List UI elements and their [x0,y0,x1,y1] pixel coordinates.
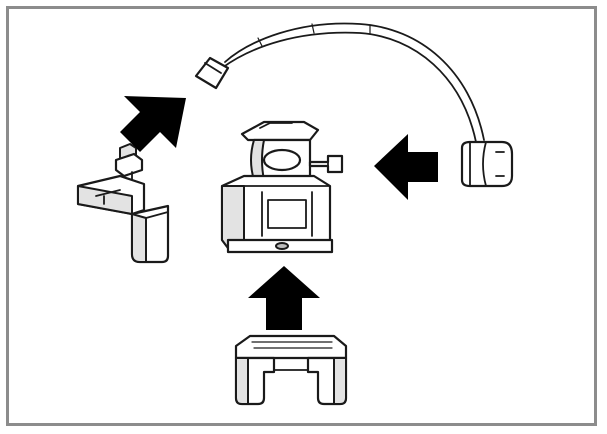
arrow-up-right [120,96,186,152]
sensor-body [220,120,344,254]
arrow-up [248,266,320,330]
mounting-bracket [76,143,170,264]
wire-harness-connector [194,22,514,188]
retaining-clip [234,334,348,406]
arrow-left [374,134,438,200]
